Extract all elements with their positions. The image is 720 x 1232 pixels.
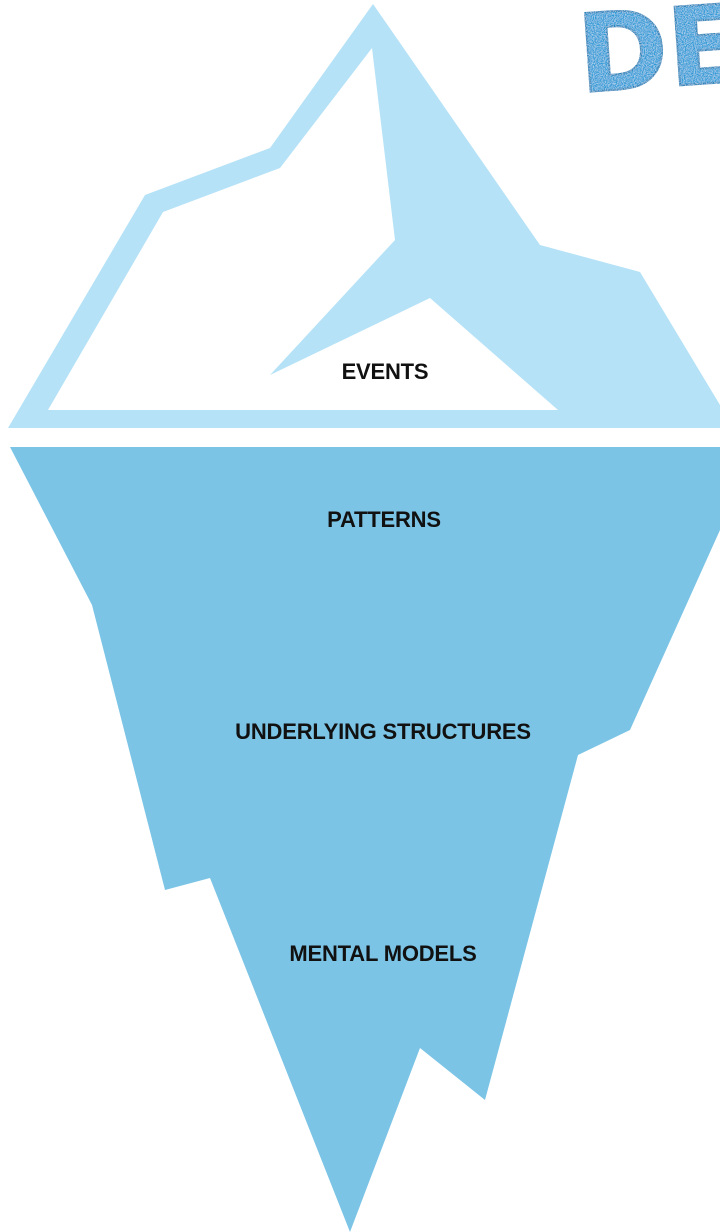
logo-text: DE: [574, 0, 720, 118]
iceberg-snow-face: [48, 48, 558, 410]
layer-label-mental-models: MENTAL MODELS: [289, 941, 476, 966]
logo: DE: [573, 0, 720, 119]
layer-label-underlying-structures: UNDERLYING STRUCTURES: [235, 719, 531, 744]
layer-label-patterns: PATTERNS: [327, 507, 441, 532]
iceberg-submerged-body: [10, 447, 720, 1232]
layer-label-events: EVENTS: [342, 359, 429, 384]
